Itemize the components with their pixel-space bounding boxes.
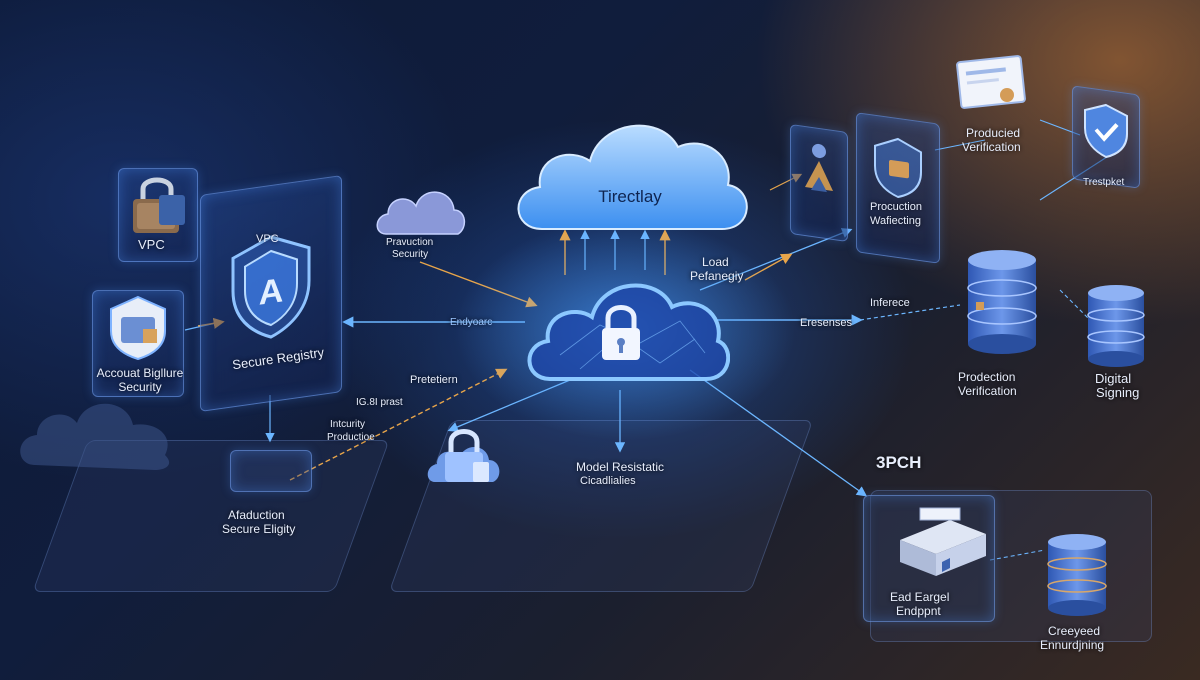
account-security-line1: Accouat Bigllure — [96, 366, 184, 380]
shield-icon — [874, 137, 922, 199]
digital-signing-line1: Digital — [1095, 371, 1132, 386]
trustpkt-label: Trestpket — [1083, 177, 1125, 188]
inferece-label: Inferece — [870, 297, 910, 309]
svg-text:A: A — [259, 271, 284, 312]
wafering-line2: Wafiecting — [870, 215, 921, 227]
server-shield-icon — [110, 295, 166, 361]
cloud-padlock-icon[interactable] — [425, 418, 505, 490]
bpch-label: 3PCH — [876, 453, 922, 472]
encrypted-line1: Creeyeed — [1048, 624, 1101, 638]
intcurity-line2: Productioe — [327, 432, 375, 443]
database-icon-encrypted[interactable] — [1044, 532, 1110, 620]
cloud-icon-ghost — [20, 403, 170, 470]
intcurity-line1: Intcurity — [330, 419, 366, 430]
eresenses-label: Eresenses — [800, 317, 852, 329]
phst-label: IG.8I prast — [356, 397, 403, 408]
endpoint-link-label: Endyoarc — [450, 317, 493, 328]
database-icon-digital-signing[interactable] — [1084, 283, 1148, 369]
production-verification-top-line1: Producied — [966, 126, 1021, 140]
model-registry-line2: Cicadlialies — [580, 475, 636, 487]
model-registry-line1: Model Resistatic — [576, 460, 665, 474]
server-icon — [900, 507, 986, 576]
afaduction-platform[interactable] — [230, 450, 312, 492]
pretection-label: Pretetiern — [410, 374, 458, 386]
person-shield-icon — [805, 143, 833, 193]
padlock-icon — [133, 177, 185, 233]
digital-signing-line2: Signing — [1096, 385, 1140, 400]
production-security-cloud-icon[interactable] — [372, 178, 467, 240]
production-security-line1: Pravuction — [386, 237, 434, 248]
wafering-panel[interactable] — [856, 112, 940, 264]
afaduction-line1: Afaduction — [228, 508, 285, 522]
certificate-icon[interactable] — [955, 55, 1027, 115]
account-security-line2: Security — [118, 380, 162, 394]
gateway-cloud-icon[interactable] — [508, 105, 753, 235]
account-security-tile[interactable] — [92, 290, 184, 397]
secure-registry-panel[interactable]: A — [200, 175, 342, 412]
checkmark-shield-icon — [1084, 103, 1128, 159]
production-verification-line1: Prodection — [958, 370, 1016, 384]
database-icon[interactable] — [962, 248, 1042, 356]
load-endpoint-line2: Endppnt — [896, 604, 941, 618]
production-security-line2: Security — [392, 249, 429, 260]
load-balancing-line1: Load — [702, 255, 729, 269]
load-balancing-line2: Pefanegiy — [690, 269, 744, 283]
wafering-line1: Procuction — [870, 201, 922, 213]
trust-panel[interactable] — [1072, 85, 1140, 189]
padlock-icon — [602, 305, 640, 360]
gateway-cloud-label: Tirectlay — [598, 187, 662, 206]
signing-panel-small[interactable] — [790, 123, 848, 243]
registry-panel-title: VPC — [256, 233, 279, 245]
vpc-tile[interactable] — [118, 168, 198, 262]
production-verification-top-line2: Verification — [962, 140, 1021, 154]
production-verification-line2: Verification — [958, 384, 1017, 398]
load-endpoint-line1: Ead Eargel — [890, 590, 950, 604]
vpc-label: VPC — [138, 237, 165, 252]
shield-icon: A — [231, 235, 311, 339]
afaduction-line2: Secure Eligity — [222, 522, 296, 536]
encrypted-line2: Ennurdjning — [1040, 638, 1105, 652]
